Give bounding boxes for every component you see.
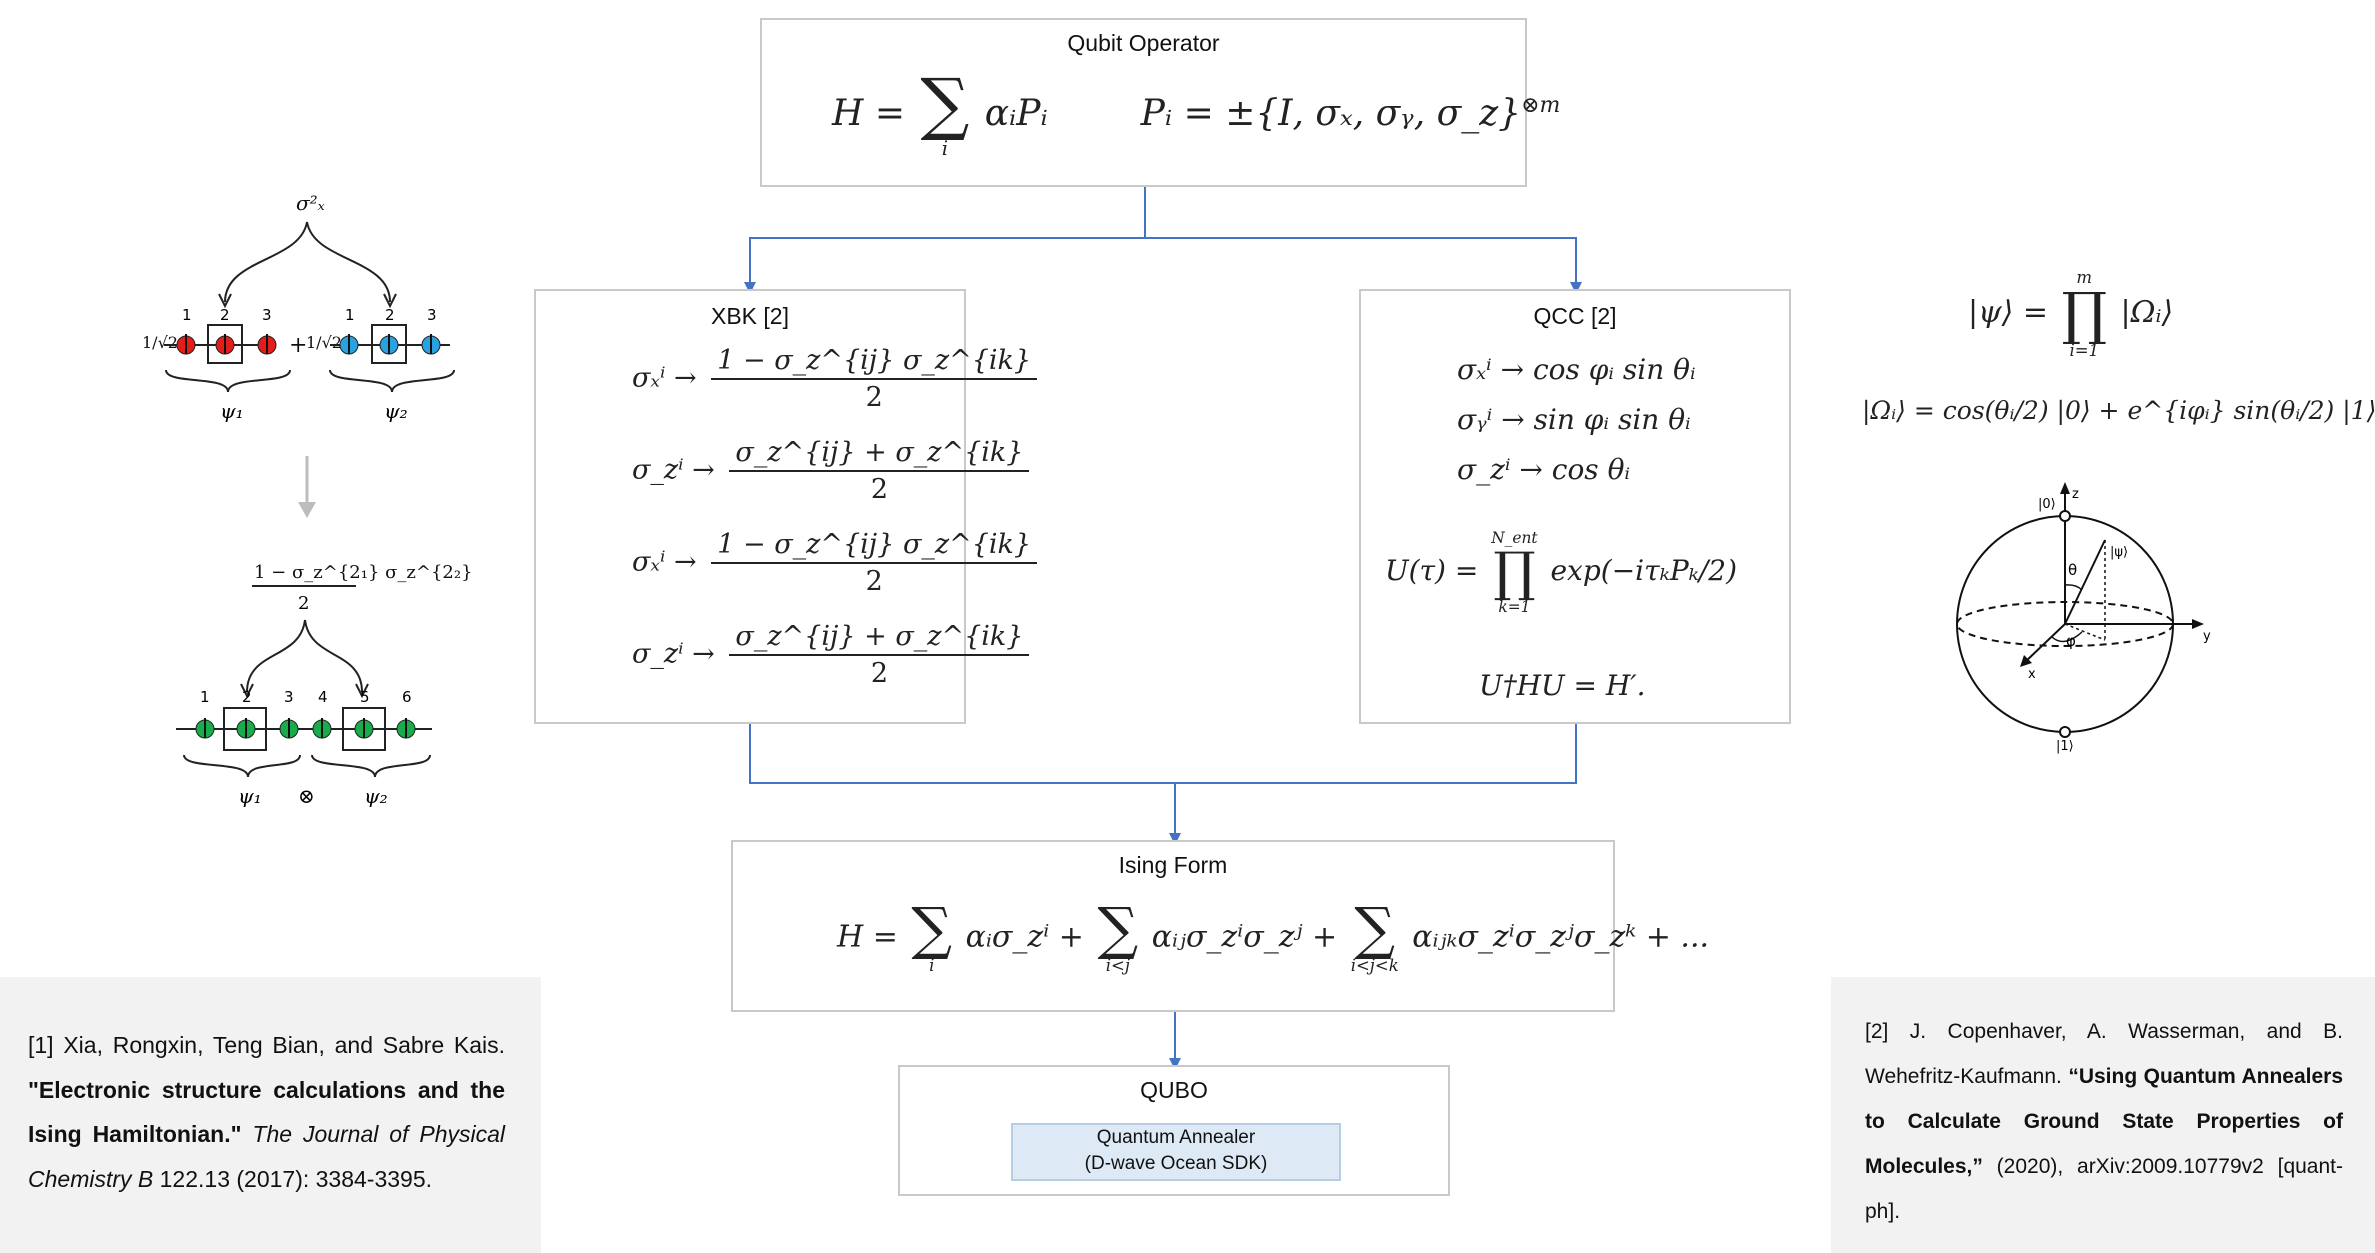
annealer-line-2: (D-wave Ocean SDK) (1084, 1153, 1268, 1174)
xbk-row-3: σₓⁱ → 1 − σ_z^{ij} σ_z^{ik}2 (632, 529, 1043, 597)
eq-tensor-power: ⊗m (1521, 93, 1561, 118)
site-label-c6: 6 (402, 688, 412, 706)
coefficient-1: 1/√2 (142, 333, 178, 352)
coefficient-2: 1/√2 (306, 333, 342, 352)
reference-2: [2] J. Copenhaver, A. Wasserman, and B. … (1831, 977, 2375, 1253)
ising-form-box: Ising Form H = ∑i αᵢσ_zⁱ + ∑i<j αᵢⱼσ_zⁱσ… (731, 840, 1709, 1012)
ref1-journal: The Journal of Physical Chemistry B (28, 1121, 506, 1192)
reference-1: [1] Xia, Rongxin, Teng Bian, and Sabre K… (0, 977, 541, 1253)
xbk-row-1: σₓⁱ → 1 − σ_z^{ij} σ_z^{ik}2 (632, 345, 1043, 413)
site-label-c4: 4 (318, 688, 328, 706)
psi2-label: ψ₂ (384, 399, 408, 423)
omega-state-equation: |Ωᵢ⟩ = cos(θᵢ/2) |0⟩ + e^{iφᵢ} sin(θᵢ/2)… (1862, 396, 2375, 425)
fraction-denominator: 2 (298, 593, 309, 614)
sigma-x-squared-label: σ²ₓ (296, 191, 325, 215)
underbrace-psi2b (311, 754, 431, 778)
site-label-c2: 2 (242, 688, 252, 706)
site-label-a3: 3 (262, 306, 272, 324)
site-label-c1: 1 (200, 688, 210, 706)
product-state-equation: |ψ⟩ = m∏i=1 |Ωᵢ⟩ (1968, 268, 2174, 361)
highlight-box-a (207, 324, 243, 364)
quantum-annealer-block: Quantum Annealer (D-wave Ocean SDK) (1011, 1123, 1341, 1181)
bloch-psi: |ψ⟩ (2110, 545, 2128, 560)
brace-arrow-top (224, 221, 391, 303)
plus-sign: + (289, 333, 307, 358)
ref1-details: 122.13 (2017): 3384-3395. (153, 1165, 433, 1192)
xbk-title: XBK [2] (711, 303, 789, 329)
ref2-authors: [2] J. Copenhaver, A. Wasserman, and B. … (1865, 1020, 2343, 1088)
state-vector (2064, 539, 2106, 625)
connector-to-xbk (744, 237, 1145, 294)
connector-from-xbk (749, 724, 1577, 784)
site-label-b2: 2 (385, 306, 395, 324)
highlight-box-c (223, 707, 267, 751)
phi-arc (2051, 631, 2083, 643)
south-pole (2059, 726, 2071, 738)
site-label-b3: 3 (427, 306, 437, 324)
bloch-axis-x: x (2028, 667, 2036, 682)
sum-operator: ∑i (920, 65, 970, 160)
psi1-label: ψ₁ (220, 399, 244, 423)
eq-pauli-set: Pᵢ = ±{I, σₓ, σᵧ, σ_z} (1140, 93, 1522, 134)
qcc-line-2: σᵧⁱ → sin φᵢ sin θᵢ (1457, 403, 1691, 436)
qubo-box: QUBO Quantum Annealer (D-wave Ocean SDK) (898, 1065, 1450, 1196)
underbrace-psi1b (183, 754, 301, 778)
ref1-authors: [1] Xia, Rongxin, Teng Bian, and Sabre K… (28, 1032, 505, 1058)
site-label-b1: 1 (345, 306, 355, 324)
site-label-c5: 5 (360, 688, 370, 706)
bloch-axis-y: y (2203, 629, 2211, 644)
highlight-box-d (342, 707, 386, 751)
qubit-operator-title: Qubit Operator (1067, 30, 1220, 56)
bloch-axis-z: z (2072, 487, 2079, 502)
site-label-a1: 1 (182, 306, 192, 324)
qcc-title: QCC [2] (1533, 303, 1617, 329)
ising-equation: H = ∑i αᵢσ_zⁱ + ∑i<j αᵢⱼσ_zⁱσ_zʲ + ∑i<j<… (837, 896, 1710, 976)
qubit-operator-equation: H = ∑i αᵢPᵢ Pᵢ = ±{I, σₓ, σᵧ, σ_z}⊗m (832, 65, 1561, 160)
ref2-details: (2020), arXiv:2009.10779v2 [quant-ph]. (1865, 1155, 2343, 1223)
product-operator: N_ent∏k=1 (1491, 529, 1538, 616)
xbk-box: XBK [2] σₓⁱ → 1 − σ_z^{ij} σ_z^{ik}2 σ_z… (534, 289, 1038, 724)
theta-arc (2064, 584, 2083, 591)
eq-term: αᵢPᵢ (984, 93, 1048, 134)
ref1-title: "Electronic structure calculations and t… (28, 1076, 505, 1148)
qcc-unitary: U(τ) = N_ent∏k=1 exp(−iτₖPₖ/2) (1385, 529, 1738, 616)
qubit-operator-box: Qubit Operator H = ∑i αᵢPᵢ Pᵢ = ±{I, σₓ,… (760, 18, 1560, 187)
bloch-label-1: |1⟩ (2056, 739, 2074, 754)
tensor-product-symbol: ⊗ (298, 784, 315, 808)
x-axis (2023, 623, 2066, 664)
connector-to-qcc (1145, 237, 1582, 294)
annealer-line-1: Quantum Annealer (1096, 1127, 1256, 1148)
underbrace-psi1 (165, 369, 291, 393)
highlight-box-b (371, 324, 407, 364)
site-label-a2: 2 (220, 306, 230, 324)
underbrace-psi2 (329, 369, 455, 393)
xbk-row-2: σ_zⁱ → σ_z^{ij} + σ_z^{ik}2 (632, 437, 1035, 505)
xbk-row-4: σ_zⁱ → σ_z^{ij} + σ_z^{ik}2 (632, 621, 1035, 689)
qubo-title: QUBO (1140, 1077, 1208, 1103)
eq-h: H = (832, 93, 917, 134)
projection-dotted-2 (2064, 623, 2106, 641)
bloch-theta: θ (2068, 561, 2077, 579)
qcc-line-3: σ_zⁱ → cos θᵢ (1457, 453, 1631, 486)
brace-arrow-bottom (246, 619, 363, 693)
bloch-label-0: |0⟩ (2038, 497, 2056, 512)
psi2b-label: ψ₂ (364, 784, 388, 808)
north-pole (2059, 510, 2071, 522)
ising-form-title: Ising Form (1118, 852, 1228, 878)
ref2-title: “Using Quantum Annealers to Calculate Gr… (1865, 1065, 2343, 1178)
qcc-similarity-transform: U†HU = H′. (1479, 669, 1646, 702)
psi1b-label: ψ₁ (238, 784, 262, 808)
qcc-box: QCC [2] σₓⁱ → cos φᵢ sin θᵢ σᵧⁱ → sin φᵢ… (1359, 289, 1791, 724)
bloch-phi: φ (2066, 632, 2076, 650)
site-label-c3: 3 (284, 688, 294, 706)
fraction-numerator: 1 − σ_z^{2₁} σ_z^{2₂} (254, 562, 473, 583)
qcc-line-1: σₓⁱ → cos φᵢ sin θᵢ (1457, 353, 1696, 386)
